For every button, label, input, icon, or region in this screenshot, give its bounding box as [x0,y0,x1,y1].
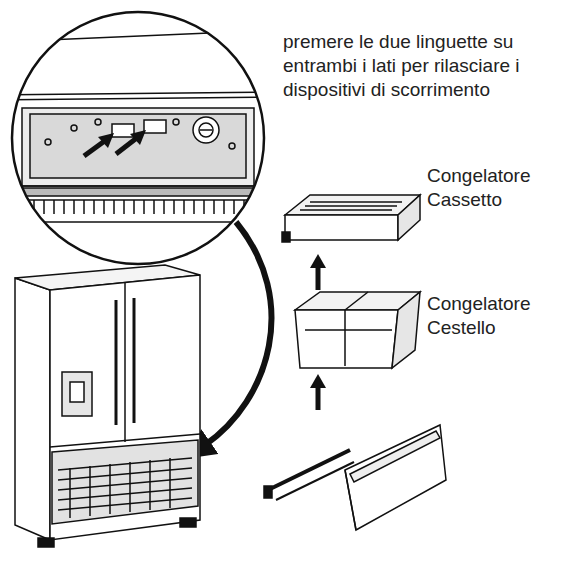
refrigerator [70,458,170,518]
freezer-drawer [285,215,398,240]
freezer-drawer [282,195,420,242]
magnified-inset [45,139,51,145]
pointer-arrow [205,222,271,445]
magnified-inset [22,108,254,186]
magnified-inset [0,0,280,222]
refrigerator [62,372,92,416]
magnified-inset [98,133,114,148]
part-name: Congelatore Cestello [427,292,559,340]
freezer-drawer [282,232,290,242]
refrigerator [124,283,126,442]
refrigerator [115,300,118,425]
magnified-inset [22,185,254,187]
refrigerator [15,265,200,547]
freezer-drawer [285,195,420,215]
magnified-inset [173,119,179,125]
magnified-inset [200,129,212,131]
refrigerator [58,458,192,510]
drawer-front [264,425,446,530]
magnified-inset [30,114,246,178]
magnified-inset [12,12,264,264]
refrigerator [52,440,198,524]
refrigerator [70,382,84,402]
freezer-basket [295,292,420,368]
magnified-inset [12,12,264,264]
magnified-inset [84,140,106,156]
freezer-drawer [300,202,402,210]
up-arrow [316,386,321,410]
refrigerator [15,278,50,540]
drawer-front [345,470,356,530]
magnified-inset [199,123,213,137]
magnified-inset [229,143,235,149]
magnified-inset [0,30,280,42]
refrigerator [133,298,136,423]
magnified-inset [130,130,146,145]
up-arrow [310,254,326,268]
up-arrow [316,266,321,290]
magnified-inset [0,97,280,100]
magnified-inset [20,200,260,214]
magnified-inset [144,120,166,133]
drawer-front [264,486,272,498]
drawer-front [276,462,354,500]
magnified-inset [10,0,30,60]
refrigerator [180,518,196,527]
magnified-inset [22,188,254,196]
freezer-basket [392,292,420,368]
refrigerator [50,275,200,540]
freezer-basket [305,292,392,366]
drawer-front [345,425,446,530]
part-name: Congelatore Cassetto [427,164,559,212]
instruction-note: premere le due linguette su entrambi i l… [283,30,558,102]
freezer-basket [295,310,398,368]
magnified-inset [0,92,280,95]
magnified-inset [95,119,101,125]
up-arrow [310,374,326,388]
magnified-inset [116,137,138,154]
magnified-inset [71,125,77,131]
refrigerator [38,538,54,547]
drawer-front [350,431,440,482]
magnified-inset [112,124,134,137]
magnified-inset [193,117,219,143]
